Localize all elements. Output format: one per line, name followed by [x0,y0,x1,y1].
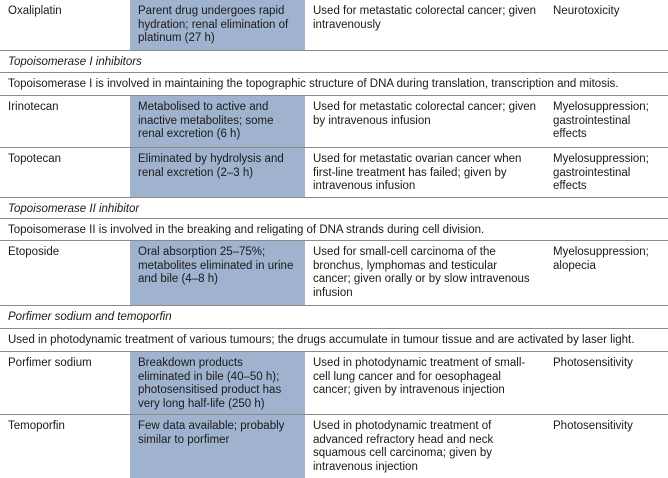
table-row: Porfimer sodium Breakdown products elimi… [0,352,668,415]
section-description: Used in photodynamic treatment of variou… [8,334,635,346]
clinical-use-cell: Used for metastatic ovarian cancer when … [313,153,522,192]
adverse-effects-cell: Photosensitivity [553,357,633,369]
drug-name: Irinotecan [8,101,59,113]
adverse-effects-cell: Myelosuppression; alopecia [553,246,649,272]
clinical-use-cell: Used in photodynamic treatment of small-… [313,357,526,396]
adverse-effects-cell: Photosensitivity [553,420,633,432]
section-description-row: Topoisomerase II is involved in the brea… [0,219,668,241]
table-row: Temoporfin Few data available; probably … [0,415,668,478]
section-heading-row: Topoisomerase I inhibitors [0,51,668,73]
section-heading: Topoisomerase I inhibitors [8,56,142,68]
table-row: Topotecan Eliminated by hydrolysis and r… [0,148,668,198]
clinical-use-cell: Used in photodynamic treatment of advanc… [313,420,494,473]
drug-name: Porfimer sodium [8,357,92,369]
section-description-row: Used in photodynamic treatment of variou… [0,329,668,352]
pharmacokinetics-cell: Eliminated by hydrolysis and renal excre… [130,148,305,197]
pharmacokinetics-cell: Parent drug undergoes rapid hydration; r… [130,0,305,50]
clinical-use-cell: Used for metastatic colorectal cancer; g… [313,5,537,31]
clinical-use-cell: Used for small-cell carcinoma of the bro… [313,246,530,299]
section-heading: Topoisomerase II inhibitor [8,203,140,215]
adverse-effects-cell: Myelosuppression; gastrointestinal effec… [553,101,649,140]
pharmacokinetics-cell: Few data available; probably similar to … [130,415,305,478]
drug-name: Oxaliplatin [8,5,62,17]
section-description: Topoisomerase I is involved in maintaini… [8,78,619,90]
drug-name: Etoposide [8,246,60,258]
adverse-effects-cell: Neurotoxicity [553,5,620,17]
table-row: Etoposide Oral absorption 25–75%; metabo… [0,241,668,306]
table-row: Oxaliplatin Parent drug undergoes rapid … [0,0,668,51]
clinical-use-cell: Used for metastatic colorectal cancer; g… [313,101,537,127]
pharmacokinetics-cell: Metabolised to active and inactive metab… [130,96,305,147]
pharmacokinetics-cell: Oral absorption 25–75%; metabolites elim… [130,241,305,305]
table-row: Irinotecan Metabolised to active and ina… [0,96,668,148]
drug-name: Temoporfin [8,420,65,432]
section-description-row: Topoisomerase I is involved in maintaini… [0,73,668,96]
section-heading-row: Porfimer sodium and temoporfin [0,306,668,329]
pharmacokinetics-cell: Breakdown products eliminated in bile (4… [130,352,305,414]
drug-name: Topotecan [8,153,62,165]
section-heading: Porfimer sodium and temoporfin [8,311,172,323]
section-description: Topoisomerase II is involved in the brea… [8,224,485,236]
adverse-effects-cell: Myelosuppression; gastrointestinal effec… [553,153,649,192]
section-heading-row: Topoisomerase II inhibitor [0,198,668,219]
